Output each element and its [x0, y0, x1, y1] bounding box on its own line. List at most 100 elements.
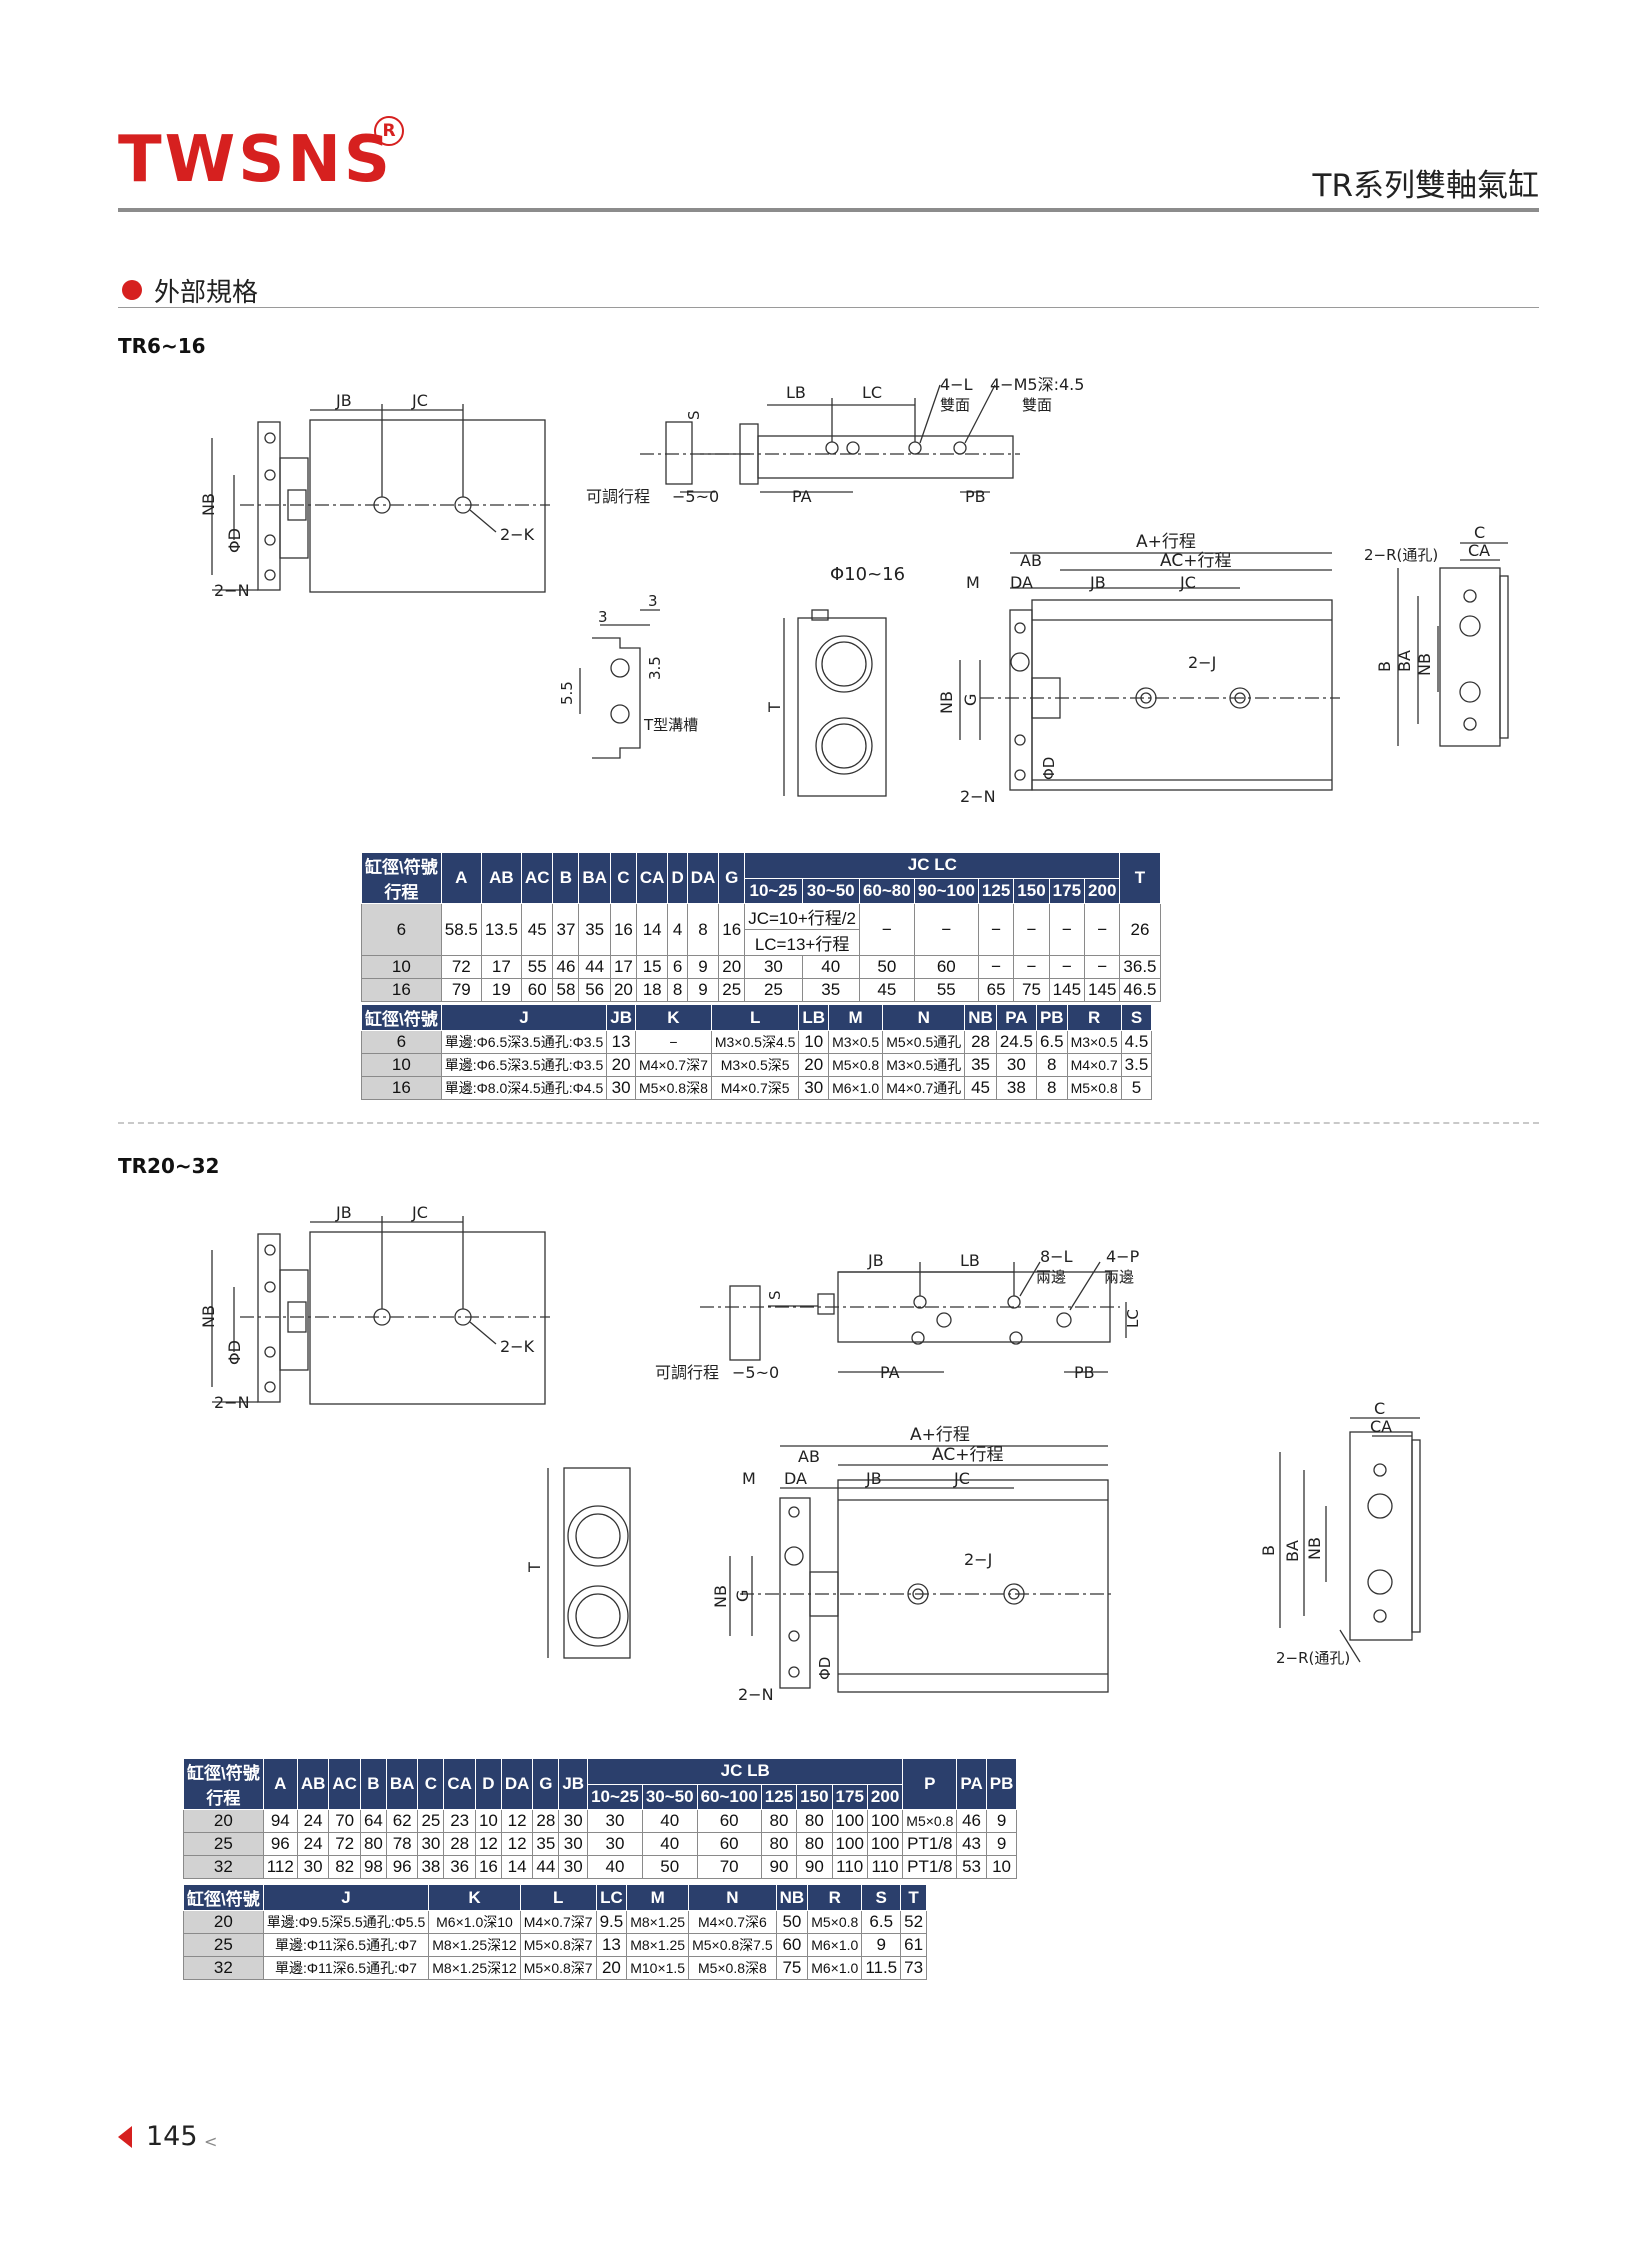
- table-cell: 60: [696, 1809, 762, 1833]
- table-cell: M3×0.5: [1066, 1030, 1122, 1054]
- table-cell: J: [262, 1884, 430, 1911]
- table-cell: M3×0.5深5: [710, 1053, 800, 1077]
- table-cell: 60: [696, 1832, 762, 1856]
- table-cell: 單邊:Φ6.5深3.5通孔:Φ3.5: [440, 1053, 608, 1077]
- table-cell: 16: [718, 903, 746, 956]
- table-cell: G: [532, 1758, 560, 1810]
- page-next-arrow-icon[interactable]: <: [204, 2132, 218, 2151]
- table-cell: 單邊:Φ8.0深4.5通孔:Φ4.5: [440, 1076, 608, 1100]
- table-cell: M5×0.8深7: [519, 1956, 597, 1980]
- table-cell: 28: [443, 1832, 476, 1856]
- table-cell: 30: [587, 1832, 643, 1856]
- lbl-lc: LC: [862, 383, 882, 402]
- table-cell: 40: [641, 1832, 698, 1856]
- page-prev-arrow-icon[interactable]: [118, 2126, 132, 2148]
- table-cell: 43: [956, 1832, 987, 1856]
- lbl-t-2: T: [525, 1562, 544, 1573]
- table-cell: 50: [641, 1855, 698, 1879]
- page-number: 145: [146, 2121, 198, 2152]
- table-cell: D: [667, 852, 688, 904]
- table-cell: −: [1013, 955, 1050, 979]
- table-cell: 45: [858, 978, 915, 1002]
- table-cell: 20: [183, 1809, 264, 1833]
- table-cell: M3×0.5深4.5: [710, 1030, 800, 1054]
- table-cell: 90: [796, 1855, 833, 1879]
- drawing-front-view-2: T: [525, 1467, 631, 1659]
- table-cell: 6.5: [861, 1910, 902, 1934]
- table-cell: 26: [1119, 903, 1161, 956]
- table-cell: AB: [480, 852, 522, 904]
- jc-lb-header: JC LB: [587, 1758, 904, 1785]
- table-cell: 75: [775, 1956, 809, 1980]
- dashed-divider: [118, 1122, 1539, 1124]
- table-cell: 80: [796, 1809, 833, 1833]
- table-cell: 28: [964, 1030, 997, 1054]
- table-cell: M5×0.8深8: [634, 1076, 712, 1100]
- table-cell: 90~100: [913, 877, 979, 904]
- table-cell: 10: [361, 955, 442, 979]
- lbl-jb-3: JB: [335, 1203, 352, 1222]
- table-cell: R: [1066, 1004, 1122, 1031]
- table-cell: N: [688, 1884, 777, 1911]
- section-title: 外部規格: [154, 278, 259, 308]
- table-cell: 25: [417, 1809, 445, 1833]
- table-cell: 73: [900, 1956, 928, 1980]
- table-cell: 52: [900, 1910, 928, 1934]
- table-cell: M8×1.25: [626, 1910, 690, 1934]
- header-rule: [118, 208, 1539, 212]
- lbl-a-stroke: A+行程: [1136, 532, 1196, 552]
- lbl-adj-2: 可調行程: [655, 1363, 719, 1382]
- table-cell: 55: [913, 978, 979, 1002]
- table-cell: 125: [977, 877, 1015, 904]
- lbl-50-2: −5~0: [732, 1363, 779, 1382]
- table-cell: B: [552, 852, 580, 904]
- table-cell: 缸徑\符號: [183, 1884, 264, 1911]
- table-cell: 30~50: [641, 1783, 698, 1810]
- table-cell: 13: [606, 1030, 636, 1054]
- table-cell: AB: [296, 1758, 330, 1810]
- table-cell: 16: [361, 1076, 442, 1100]
- table-cell: 25: [183, 1933, 264, 1957]
- drawing-section-view-1: A+行程 AC+行程 AB DA JB JC M 2−J NB G ΦD 2−N: [937, 532, 1340, 806]
- table-cell: 30: [744, 955, 803, 979]
- table-cell: −: [1084, 955, 1121, 979]
- table-cell: PT1/8: [902, 1832, 958, 1856]
- table-cell: 32: [183, 1855, 264, 1879]
- lbl-nb-4: NB: [199, 1305, 218, 1328]
- table-cell: 9: [985, 1809, 1018, 1833]
- table-cell: S: [1120, 1004, 1153, 1031]
- table-cell: 53: [956, 1855, 987, 1879]
- table-cell: 90: [760, 1855, 798, 1879]
- table-cell: 50: [775, 1910, 809, 1934]
- table-cell: 44: [578, 955, 611, 979]
- table-cell: 70: [696, 1855, 762, 1879]
- lbl-both-1: 雙面: [940, 396, 970, 414]
- table-cell: 100: [831, 1809, 868, 1833]
- table-cell: 13: [595, 1933, 628, 1957]
- table-cell: −: [858, 903, 915, 956]
- table-cell: 60: [520, 978, 554, 1002]
- table-cell: 175: [831, 1783, 868, 1810]
- lbl-g-2: G: [733, 1590, 752, 1602]
- lbl-2k-2: 2−K: [500, 1337, 535, 1356]
- table-cell: M4×0.7: [1066, 1053, 1122, 1077]
- lbl-jc-2: JC: [1179, 573, 1196, 592]
- table-cell: D: [474, 1758, 502, 1810]
- drawing-end-view-2: C CA 2−R(通孔) B BA NB: [1259, 1399, 1421, 1667]
- lbl-pb: PB: [965, 487, 986, 506]
- lbl-ca-2: CA: [1370, 1417, 1392, 1436]
- lbl-both-3: 兩邊: [1036, 1268, 1066, 1286]
- table-cell: BA: [385, 1758, 419, 1810]
- table-cell: −: [977, 903, 1015, 956]
- table-cell: M5×0.8: [902, 1809, 958, 1833]
- lbl-both-4: 兩邊: [1104, 1268, 1134, 1286]
- lbl-c: C: [1474, 523, 1485, 542]
- table-cell: C: [417, 1758, 445, 1810]
- table-cell: 96: [385, 1855, 419, 1879]
